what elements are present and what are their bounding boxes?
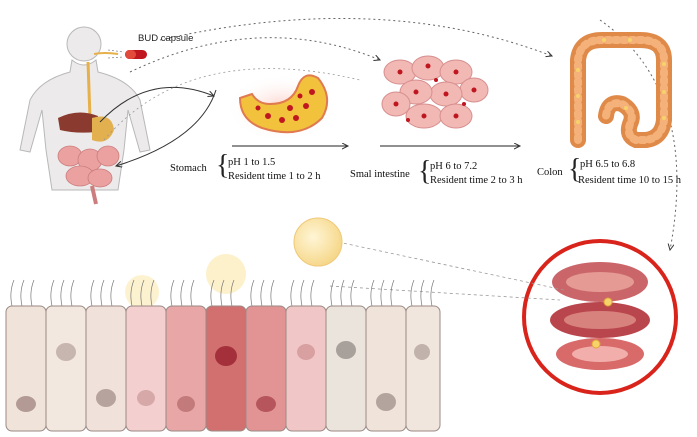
stomach-label: Stomach — [170, 162, 207, 175]
small-intestine-illustration — [382, 56, 488, 128]
bud-capsule — [125, 50, 147, 59]
small-intestine-resident-time: Resident time 2 to 3 h — [430, 174, 522, 187]
small-intestine-ph: pH 6 to 7.2 — [430, 160, 477, 173]
intestines-small — [58, 146, 119, 204]
stomach-ph: pH 1 to 1.5 — [228, 156, 275, 169]
drug-particles — [125, 218, 342, 309]
inflamed-tissue-zoom — [524, 241, 676, 393]
colon-resident-time: Resident time 10 to 15 h — [578, 174, 681, 187]
small-intestine-label: Smal intestine — [350, 168, 410, 181]
colon-label: Colon — [537, 166, 563, 179]
stomach-illustration — [226, 74, 338, 142]
colon-illustration — [576, 38, 666, 140]
stomach-resident-time: Resident time 1 to 2 h — [228, 170, 320, 183]
path-arrow-to-colon — [160, 18, 552, 56]
capsule-label: BUD capsule — [138, 33, 193, 44]
esophagus — [88, 62, 90, 118]
colon-ph: pH 6.5 to 6.8 — [580, 158, 635, 171]
epithelial-cell-layer — [6, 280, 440, 431]
